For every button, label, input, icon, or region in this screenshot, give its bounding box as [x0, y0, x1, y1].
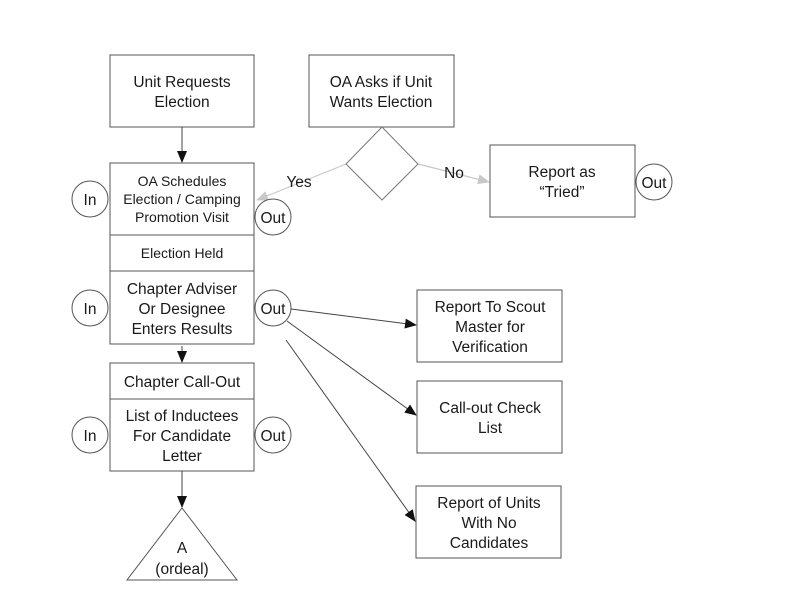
node-text: Election Held — [141, 245, 224, 261]
node-text: List — [478, 420, 503, 437]
node-text: Candidates — [450, 535, 529, 552]
node-text: With No — [461, 515, 516, 532]
node-callout-checklist: Call-out Check List — [416, 380, 563, 454]
node-text: List of Inductees — [126, 408, 239, 425]
connector-in-inductees: In — [71, 416, 109, 454]
node-text: Report as — [528, 164, 595, 181]
node-report-scoutmaster: Report To Scout Master for Verification — [416, 289, 563, 363]
node-chapter-adviser: Chapter Adviser Or Designee Enters Resul… — [109, 270, 255, 345]
node-report-tried: Report as “Tried” — [489, 144, 636, 218]
edge-label-yes: Yes — [286, 174, 312, 191]
node-text: (ordeal) — [155, 561, 208, 578]
connector-out-inductees: Out — [254, 416, 292, 454]
node-unit-requests-election: Unit Requests Election — [109, 54, 255, 128]
node-text: Election — [154, 94, 209, 111]
node-text: Promotion Visit — [135, 209, 229, 225]
edge-decision-no — [417, 163, 490, 185]
node-text: A — [177, 540, 188, 557]
connector-out-adviser: Out — [254, 289, 292, 327]
node-text: Wants Election — [330, 94, 433, 111]
node-text: “Tried” — [539, 184, 584, 201]
node-report-no-candidates: Report of Units With No Candidates — [415, 485, 562, 559]
node-text: For Candidate — [133, 428, 231, 445]
node-text: Report of Units — [437, 495, 541, 512]
node-election-held: Election Held — [109, 234, 255, 272]
node-oa-asks-election: OA Asks if Unit Wants Election — [308, 54, 455, 128]
connector-label: In — [84, 192, 97, 209]
connector-label: In — [84, 428, 97, 445]
node-text: Report To Scout — [435, 299, 547, 316]
node-text: Enters Results — [132, 321, 233, 338]
connector-out-schedules: Out — [254, 198, 292, 236]
node-text: Master for — [455, 319, 525, 336]
edge-out-to-no-candidates — [285, 339, 416, 522]
node-text: Letter — [162, 448, 202, 465]
node-text: Call-out Check — [439, 400, 541, 417]
terminator-a-ordeal: A (ordeal) — [125, 507, 239, 581]
connector-label: Out — [642, 175, 668, 192]
node-list-inductees: List of Inductees For Candidate Letter — [109, 398, 255, 472]
edge-out-to-checklist — [286, 320, 417, 416]
connector-label: Out — [261, 428, 287, 445]
connector-label: Out — [261, 301, 287, 318]
node-text: Election / Camping — [123, 191, 241, 207]
node-text: Chapter Adviser — [127, 281, 237, 298]
node-text: Unit Requests — [133, 74, 231, 91]
connector-in-adviser: In — [71, 289, 109, 327]
connector-label: Out — [261, 210, 287, 227]
node-oa-schedules: OA Schedules Election / Camping Promotio… — [109, 162, 255, 236]
node-text: Verification — [452, 339, 528, 356]
connector-label: In — [84, 301, 97, 318]
node-text: OA Schedules — [138, 173, 227, 189]
connector-out-tried: Out — [635, 163, 673, 201]
node-text: OA Asks if Unit — [330, 74, 433, 91]
edge-label-no: No — [444, 165, 464, 182]
node-text: Chapter Call-Out — [124, 374, 241, 391]
node-chapter-callout: Chapter Call-Out — [109, 362, 255, 400]
connector-in-schedules: In — [71, 180, 109, 218]
node-text: Or Designee — [138, 301, 225, 318]
edge-decision-yes — [256, 163, 347, 201]
edge-out-to-scoutmaster — [290, 308, 417, 329]
decision-diamond — [345, 126, 419, 201]
